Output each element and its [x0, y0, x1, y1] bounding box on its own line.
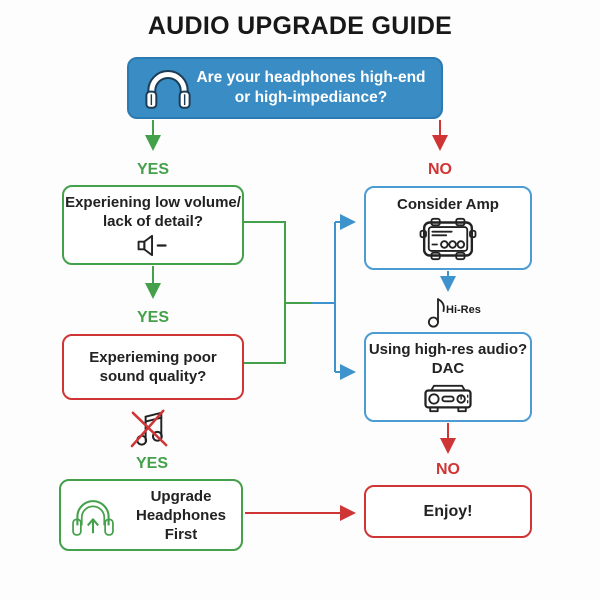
dac-node: Using high-res audio? DAC	[364, 332, 532, 422]
consider-amp-node: Consider Amp	[364, 186, 532, 270]
speaker-low-volume-icon	[137, 234, 167, 256]
start-question-node: Are your headphones high-end or high-imp…	[127, 57, 443, 119]
amplifier-icon	[419, 217, 477, 261]
headphones-icon	[145, 70, 191, 109]
poor-quality-node: Experieming poor sound quality?	[62, 334, 244, 400]
yes-label-poorquality: YES	[135, 455, 169, 472]
page-title: AUDIO UPGRADE GUIDE	[147, 12, 453, 40]
no-label-start: NO	[428, 161, 452, 178]
low-volume-node: Experiening low volume/ lack of detail?	[62, 185, 244, 265]
dac-device-icon	[424, 384, 472, 412]
yes-label-start: YES	[136, 161, 170, 178]
no-label-dac: NO	[436, 461, 460, 478]
yes-label-lowvolume: YES	[136, 309, 170, 326]
music-note-icon	[427, 298, 445, 328]
headphones-upgrade-icon	[72, 500, 114, 536]
start-question-text: Are your headphones high-end or high-imp…	[196, 69, 426, 106]
crossed-music-note-icon	[130, 409, 168, 448]
upgrade-headphones-node: Upgrade Headphones First	[59, 479, 243, 551]
connector-left-boxes	[244, 221, 286, 364]
hires-label: Hi-Res	[446, 304, 481, 316]
enjoy-node: Enjoy!	[364, 485, 532, 538]
upgrade-headphones-text: Upgrade Headphones First	[135, 487, 226, 543]
